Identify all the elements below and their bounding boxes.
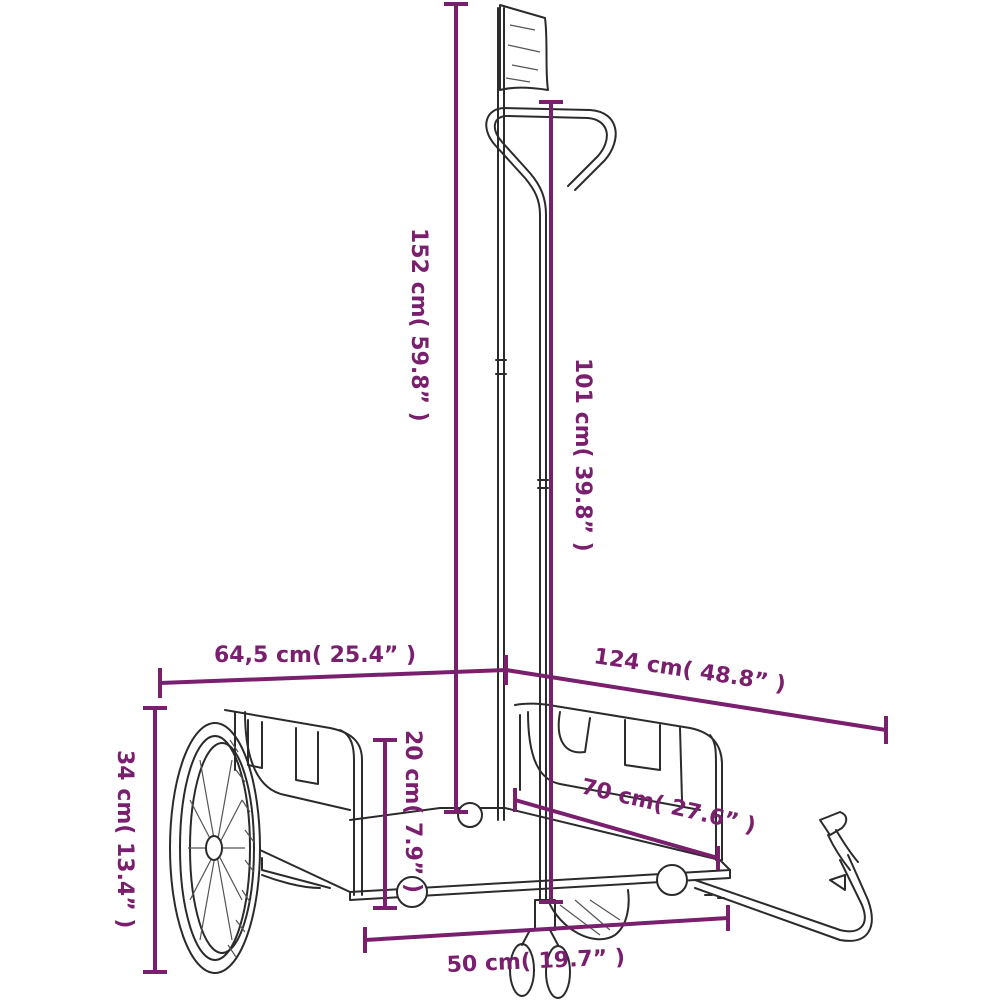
stand-wheels	[509, 899, 571, 999]
trailer-illustration	[169, 4, 873, 999]
dimension-lines	[143, 2, 888, 974]
label-body-height: 34 cm( 13.4” )	[112, 750, 137, 928]
dim-line-cargo-width	[363, 905, 730, 953]
wheel-left	[169, 722, 261, 974]
label-handle-height: 101 cm( 39.8” )	[570, 358, 595, 552]
flag	[499, 4, 549, 91]
label-width: 64,5 cm( 25.4” )	[214, 643, 416, 668]
dim-line-total-height	[444, 2, 468, 814]
label-cargo-length: 70 cm( 27.6” )	[579, 774, 758, 838]
flag-pole	[497, 7, 505, 821]
dim-line-side-height	[373, 738, 397, 910]
label-cargo-width: 50 cm( 19.7” )	[446, 945, 625, 978]
dim-line-cargo-length	[513, 788, 720, 870]
dim-line-total-length	[504, 668, 888, 744]
wheel-right	[547, 889, 630, 941]
dim-line-handle-height	[539, 100, 563, 904]
handle	[485, 107, 617, 901]
cargo-box	[224, 702, 873, 942]
label-total-height: 152 cm( 59.8” )	[406, 228, 431, 422]
dim-line-body-height	[143, 706, 167, 974]
label-side-height: 20 cm( 7.9” )	[400, 730, 425, 893]
